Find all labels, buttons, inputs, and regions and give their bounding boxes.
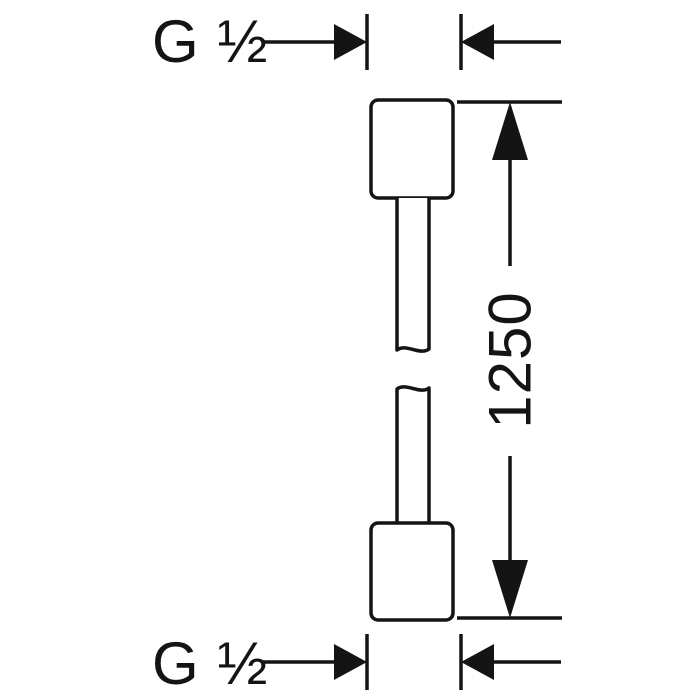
bottom-dim-arrow-right-pointing-icon	[334, 644, 367, 680]
top-thread-dimension: G ½	[152, 8, 561, 75]
top-dim-arrow-left-pointing-icon	[461, 24, 494, 60]
top-connector	[369, 98, 455, 200]
hose-lower-segment	[395, 385, 431, 523]
length-dimension: 1250	[457, 100, 562, 620]
top-thread-label: G ½	[152, 8, 268, 75]
hose-upper-segment	[395, 198, 431, 353]
bottom-thread-dimension: G ½	[152, 630, 561, 697]
bottom-thread-label: G ½	[152, 630, 268, 697]
length-arrow-up-icon	[492, 102, 528, 160]
length-arrow-down-icon	[492, 560, 528, 618]
bottom-connector	[369, 521, 455, 622]
hose-drawing	[369, 98, 455, 622]
top-dim-arrow-right-pointing-icon	[334, 24, 367, 60]
bottom-dim-arrow-left-pointing-icon	[461, 644, 494, 680]
length-label: 1250	[477, 291, 544, 428]
